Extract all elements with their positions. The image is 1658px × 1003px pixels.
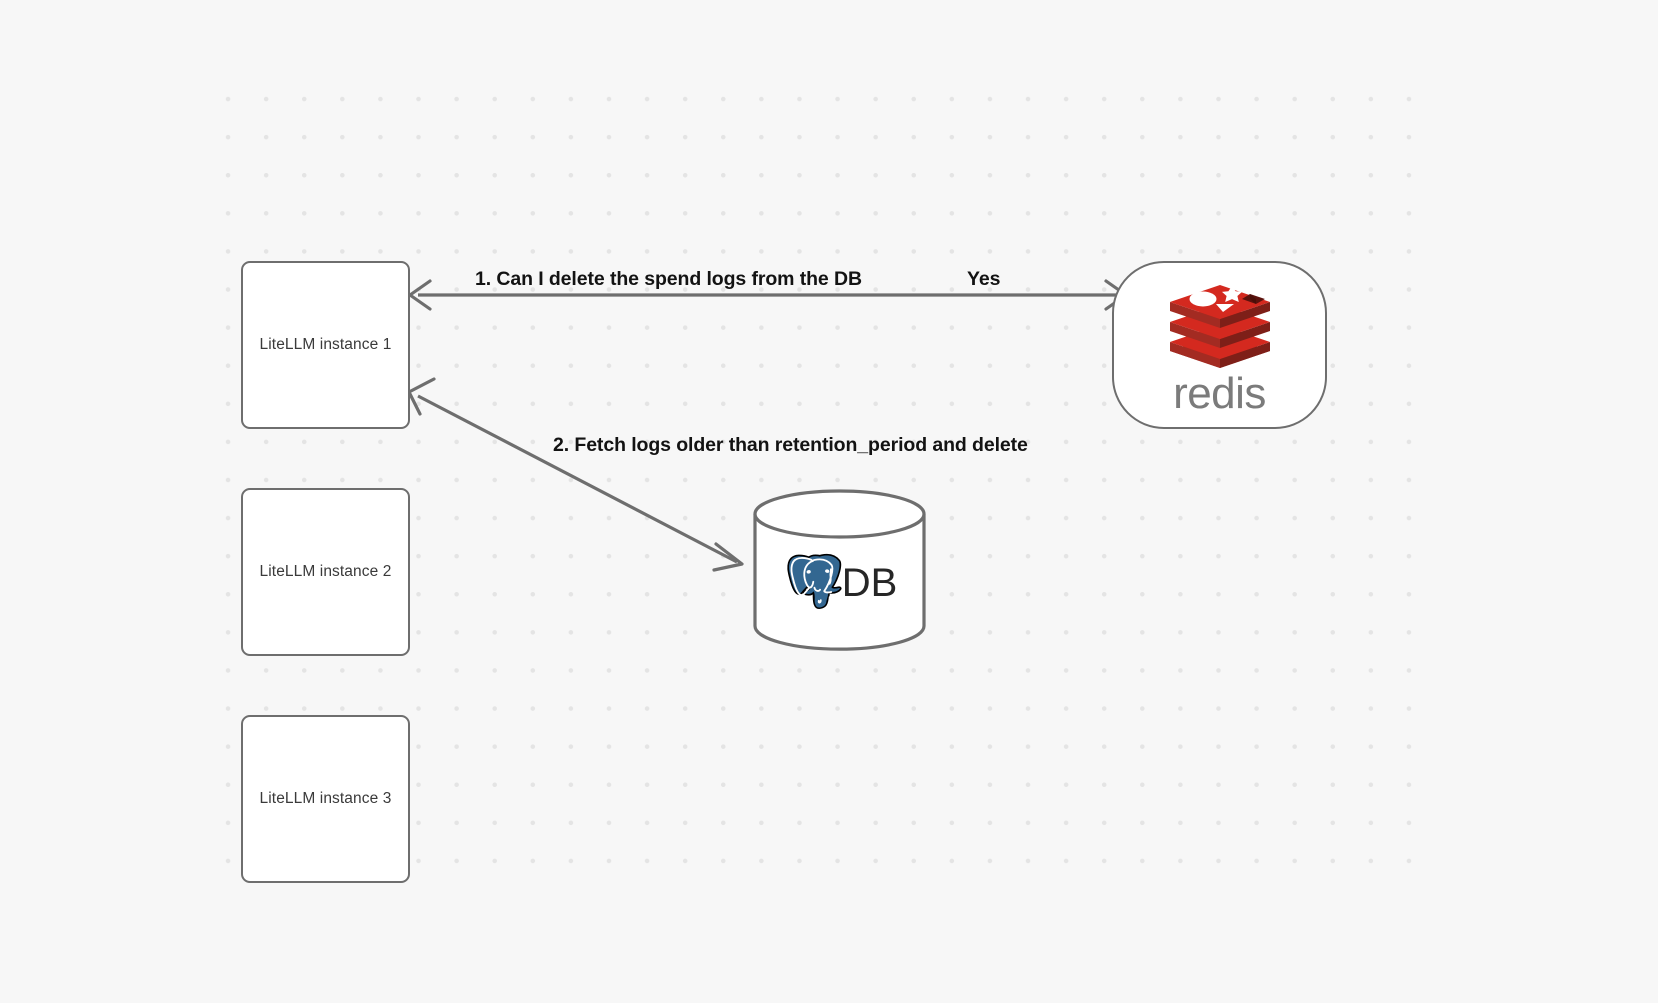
- edge-label-step-1: 1. Can I delete the spend logs from the …: [475, 268, 862, 290]
- node-litellm-instance-1[interactable]: LiteLLM instance 1: [241, 261, 410, 429]
- db-node-label: DB: [841, 561, 898, 605]
- node-db[interactable]: DB: [752, 489, 927, 651]
- edge-label-reply-yes: Yes: [967, 268, 1001, 290]
- node-litellm-instance-2-label: LiteLLM instance 2: [259, 563, 392, 580]
- node-redis[interactable]: redis: [1112, 261, 1327, 429]
- arrowhead-lower-right: [712, 542, 744, 572]
- node-litellm-instance-3-label: LiteLLM instance 3: [259, 790, 392, 807]
- db-contents: DB: [752, 489, 927, 651]
- database-cylinder-shape: [753, 489, 926, 651]
- redis-logo-icon: [1169, 285, 1270, 368]
- arrowhead-left: [408, 279, 432, 311]
- postgresql-elephant-icon: [787, 553, 842, 609]
- edge-litellm1-db: [407, 377, 744, 572]
- edge-label-step-2: 2. Fetch logs older than retention_perio…: [553, 434, 1028, 456]
- node-litellm-instance-1-label: LiteLLM instance 1: [259, 336, 392, 353]
- node-litellm-instance-2[interactable]: LiteLLM instance 2: [241, 488, 410, 656]
- node-litellm-instance-3[interactable]: LiteLLM instance 3: [241, 715, 410, 883]
- redis-wordmark: redis: [1173, 369, 1266, 418]
- arrowhead-upper-left: [407, 377, 436, 416]
